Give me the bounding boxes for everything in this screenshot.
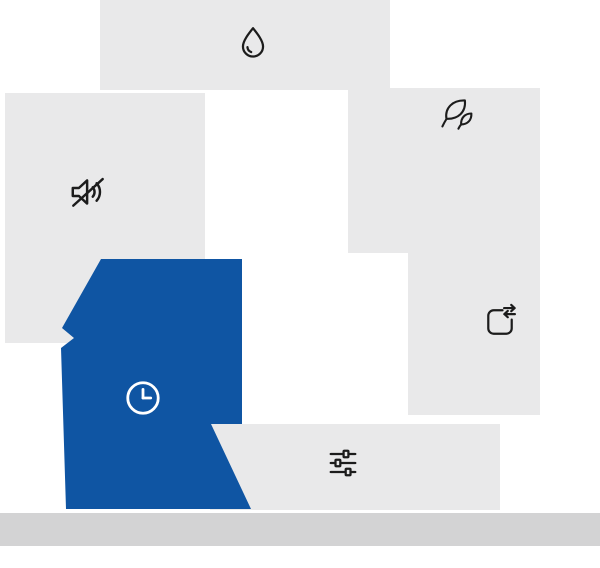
clock-icon [122, 377, 164, 419]
speaker-muted-icon [67, 171, 109, 213]
tile-water [100, 0, 390, 90]
water-drop-icon [235, 24, 271, 60]
banner-polygon [61, 259, 251, 509]
tile-connect [408, 155, 540, 415]
highlight-banner [55, 255, 255, 511]
sliders-icon [325, 445, 361, 481]
bottom-bar [0, 513, 600, 546]
tile-settings [210, 424, 500, 510]
eco-leaves-icon [437, 94, 473, 130]
box-sync-arrows-icon [481, 303, 519, 341]
